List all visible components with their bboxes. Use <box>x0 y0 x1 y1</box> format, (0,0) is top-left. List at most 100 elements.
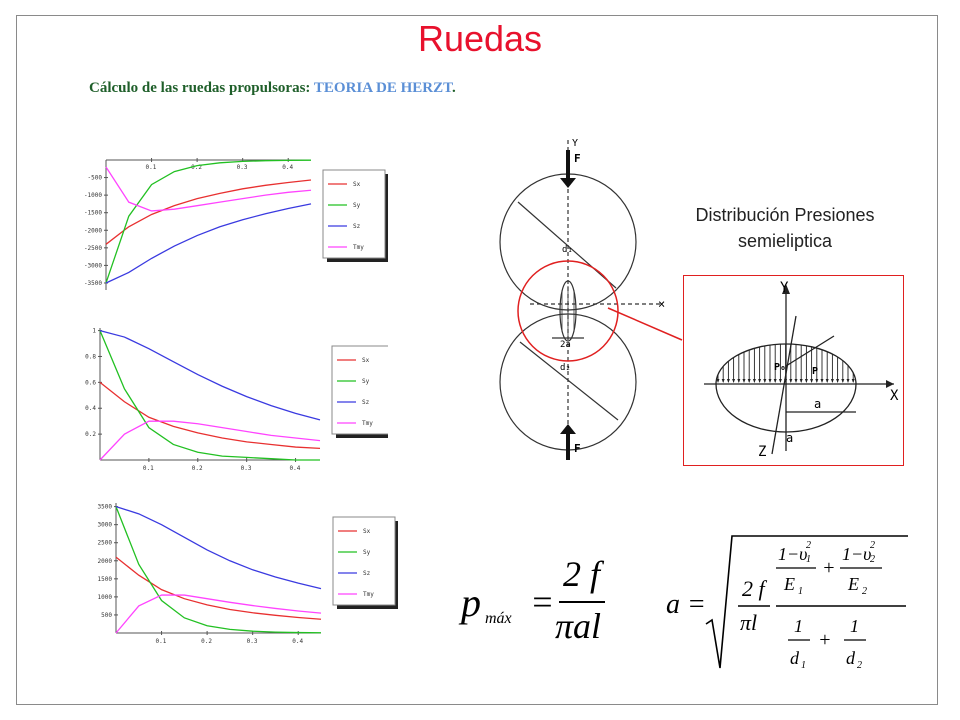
y-tick-label: 1000 <box>98 594 113 601</box>
a2-label: a <box>786 431 793 445</box>
pressure-arrowhead <box>758 379 762 383</box>
x-tick-label: 0.1 <box>143 465 154 472</box>
pressure-arrowhead <box>716 379 720 383</box>
pressure-arrowhead <box>732 379 736 383</box>
inset-z-axis <box>771 315 797 455</box>
legend-label: Tmy <box>363 591 374 598</box>
slide-title: Ruedas <box>417 18 543 59</box>
y-tick-label: 3500 <box>98 504 113 511</box>
legend-label: Sy <box>353 202 361 209</box>
cylinder-contact-diagram: F F Y × d₁ d₂ 2a <box>499 138 683 460</box>
svg-text:+: + <box>822 557 836 579</box>
y-tick-label: -1500 <box>84 210 102 217</box>
svg-text:πl: πl <box>740 610 757 635</box>
p0-label: P₀ <box>774 362 786 373</box>
series-line-sx <box>99 381 321 450</box>
legend-box <box>331 345 388 435</box>
pressure-arrowhead <box>810 379 814 383</box>
pressure-arrowhead <box>841 379 845 383</box>
pressure-arrowhead <box>799 379 803 383</box>
pressure-arrowhead <box>726 379 730 383</box>
y-tick-label: 2000 <box>98 558 113 565</box>
series-line-sy <box>105 159 312 284</box>
max-pressure-formula: p máx = 2 f πal <box>458 554 605 646</box>
x-tick-label: 0.4 <box>292 638 303 645</box>
pressure-arrowhead <box>778 379 782 383</box>
series-line-tmy <box>105 166 312 212</box>
pressure-arrowhead <box>747 379 751 383</box>
zoom-pointer <box>607 307 683 341</box>
inset-y-label: Y <box>780 280 789 296</box>
pressure-arrowhead <box>825 379 829 383</box>
inset-x-label: X <box>890 388 899 404</box>
y-tick-label: 2500 <box>98 540 113 547</box>
caption-line-2: semieliptica <box>737 231 833 251</box>
pressure-arrowhead <box>737 379 741 383</box>
x-tick-label: 0.4 <box>290 465 301 472</box>
svg-text:2: 2 <box>870 554 875 565</box>
series-line-tmy <box>99 420 321 461</box>
legend-label: Sz <box>363 570 371 577</box>
svg-text:1−υ: 1−υ <box>778 544 807 564</box>
subtitle-highlight: TEORIA DE HERZT <box>313 80 452 96</box>
force-label-bottom: F <box>574 442 581 455</box>
pressure-arrowhead <box>742 379 746 383</box>
a-label: a <box>814 397 821 411</box>
y-tick-label: -2000 <box>84 227 102 234</box>
svg-text:1: 1 <box>794 616 803 636</box>
pressure-arrowhead <box>846 379 850 383</box>
pressure-arrowhead <box>784 379 788 383</box>
x-tick-label: 0.2 <box>201 638 212 645</box>
force-label-top: F <box>574 152 581 165</box>
legend-label: Sx <box>363 528 371 535</box>
svg-text:2: 2 <box>806 540 811 551</box>
legend-label: Sy <box>363 549 371 556</box>
y-tick-label: 3000 <box>98 522 113 529</box>
legend-label: Sx <box>353 181 361 188</box>
caption-line-1: Distribución Presiones <box>695 205 875 225</box>
legend-label: Sz <box>362 399 370 406</box>
pressure-caption: Distribución Presiones semieliptica <box>660 202 910 254</box>
svg-text:1: 1 <box>850 616 859 636</box>
x-tick-label: 0.3 <box>237 164 248 171</box>
svg-text:2: 2 <box>870 540 875 551</box>
y-tick-label: 500 <box>101 612 112 619</box>
svg-text:E: E <box>847 574 859 594</box>
svg-text:2 f: 2 f <box>742 576 768 601</box>
legend-label: Sy <box>362 378 370 385</box>
y-tick-label: -2500 <box>84 245 102 252</box>
legend-label: Sz <box>353 223 361 230</box>
slide-subtitle: Cálculo de las ruedas propulsoras: TEORI… <box>89 80 456 97</box>
pressure-distribution-diagram: Y X Z P₀ P a a <box>704 280 899 460</box>
x-tick-label: 0.4 <box>282 164 293 171</box>
y-tick-label: -3000 <box>84 262 102 269</box>
contact-zone-highlight <box>517 260 619 362</box>
svg-text:1: 1 <box>806 554 811 565</box>
y-axis-label: Y <box>572 138 578 149</box>
svg-text:1: 1 <box>801 660 806 671</box>
series-line-sz <box>105 203 312 284</box>
svg-text:2 f: 2 f <box>563 554 605 594</box>
y-tick-label: 1500 <box>98 576 113 583</box>
p-label: P <box>812 366 818 377</box>
series-line-sx <box>105 179 312 245</box>
svg-text:d: d <box>846 648 856 668</box>
pressure-arrowhead <box>830 379 834 383</box>
d2-dimension-line <box>519 341 619 421</box>
x-tick-label: 0.1 <box>156 638 167 645</box>
x-axis-label: × <box>658 297 665 311</box>
series-line-sy <box>115 506 322 634</box>
svg-text:d: d <box>790 648 800 668</box>
svg-text:2: 2 <box>862 586 867 597</box>
d1-dimension-line <box>517 201 617 289</box>
inset-z-label: Z <box>758 444 766 460</box>
svg-text:1−υ: 1−υ <box>842 544 871 564</box>
y-tick-label: -1000 <box>84 192 102 199</box>
series-line-sz <box>115 505 322 590</box>
series-line-tmy <box>115 594 322 634</box>
legend-label: Sx <box>362 357 370 364</box>
svg-text:πal: πal <box>555 606 601 646</box>
